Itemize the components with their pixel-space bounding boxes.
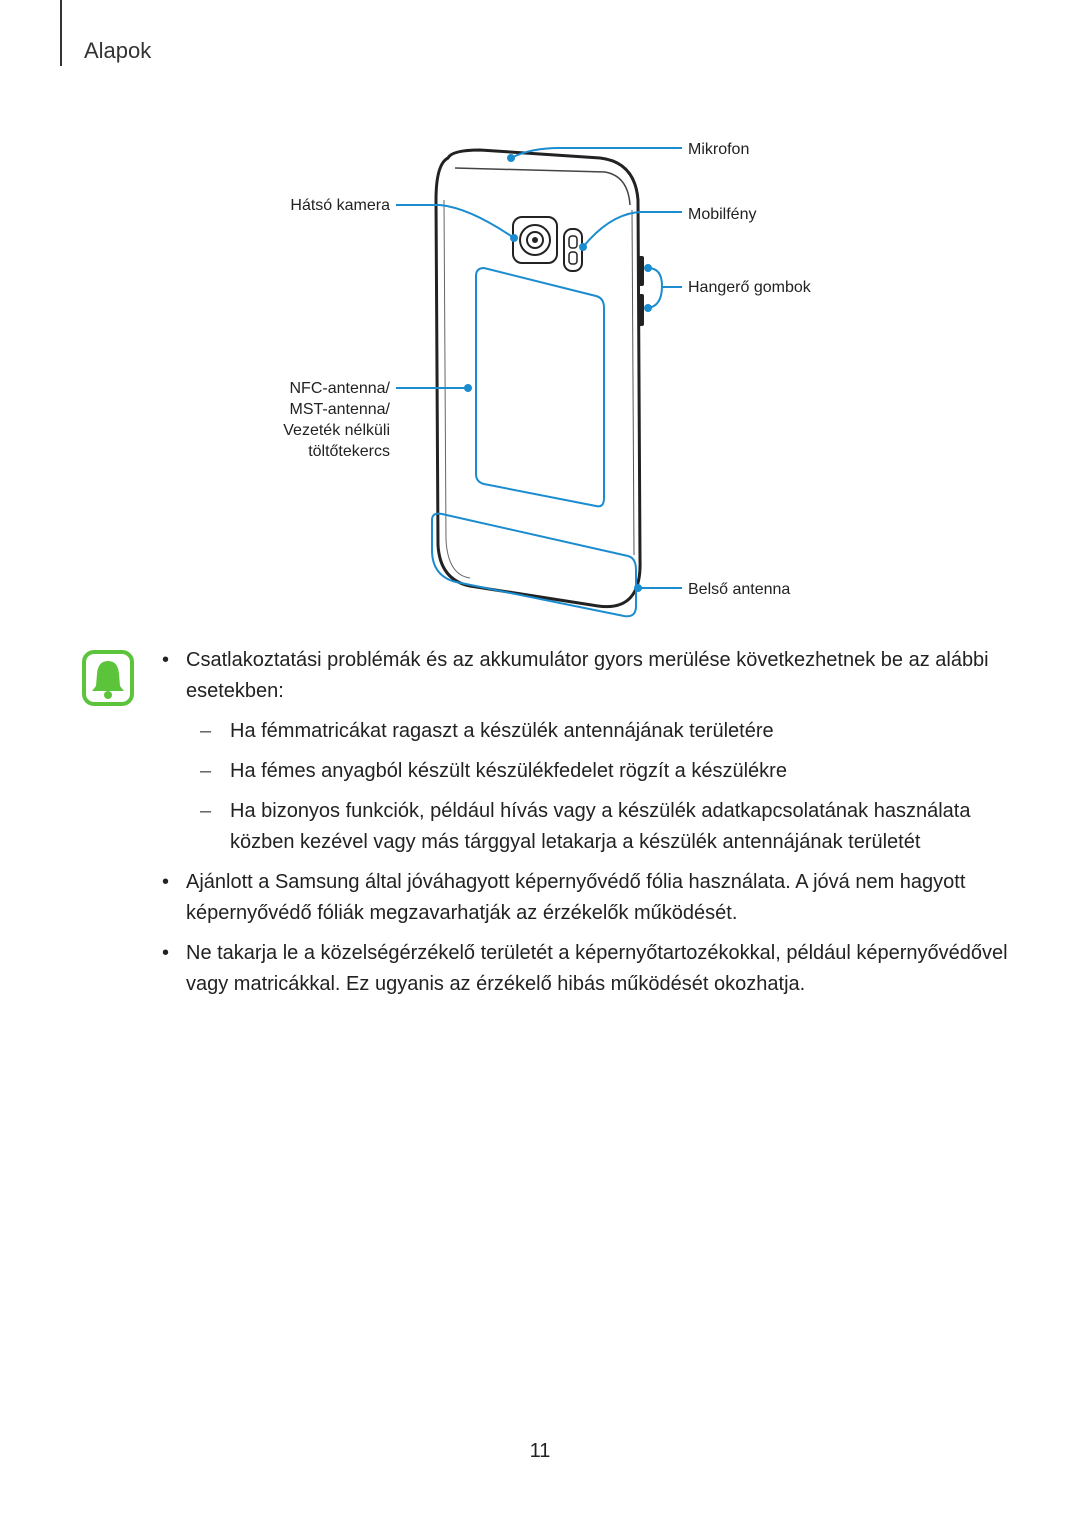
- sub-list-item: – Ha bizonyos funkciók, például hívás va…: [200, 800, 971, 853]
- sub-list-item: – Ha fémes anyagból készült készülékfede…: [200, 760, 787, 782]
- volume-key-up: [638, 256, 644, 286]
- label-rear-camera: Hátsó kamera: [290, 197, 390, 214]
- internal-antenna-area: [431, 512, 637, 618]
- label-nfc-line3: Vezeték nélküli: [283, 422, 390, 439]
- nfc-coil-area: [475, 266, 605, 508]
- phone-back-diagram: [396, 147, 682, 618]
- page-number: 11: [529, 1440, 551, 1462]
- label-volume-keys: Hangerő gombok: [688, 279, 811, 296]
- label-nfc-antenna: NFC-antenna/ MST-antenna/ Vezeték nélkül…: [240, 378, 390, 462]
- bullet-text: Csatlakoztatási problémák és az akkumulá…: [186, 649, 989, 702]
- list-item: • Csatlakoztatási problémák és az akkumu…: [162, 649, 989, 702]
- sub-list-item: – Ha fémmatricákat ragaszt a készülék an…: [200, 720, 774, 742]
- bell-icon: [82, 650, 134, 706]
- label-nfc-line1: NFC-antenna/: [289, 380, 391, 397]
- label-nfc-line2: MST-antenna/: [289, 401, 391, 418]
- subitem-text: Ha bizonyos funkciók, például hívás vagy…: [230, 800, 971, 853]
- label-internal-antenna: Belső antenna: [688, 581, 791, 598]
- phone-outline: [434, 148, 642, 609]
- volume-key-down: [638, 294, 644, 326]
- page-edge-bar: [60, 0, 62, 66]
- note-content: • Csatlakoztatási problémák és az akkumu…: [160, 645, 1020, 1009]
- list-item: • Ajánlott a Samsung által jóváhagyott k…: [162, 871, 966, 924]
- bullet-text: Ne takarja le a közelségérzékelő terület…: [186, 942, 1008, 995]
- list-item: • Ne takarja le a közelségérzékelő terül…: [162, 942, 1008, 995]
- section-title: Alapok: [84, 38, 152, 63]
- subitem-text: Ha fémes anyagból készült készülékfedele…: [230, 760, 787, 782]
- label-flash: Mobilfény: [688, 206, 757, 223]
- label-nfc-line4: töltőtekercs: [308, 443, 390, 460]
- label-microphone: Mikrofon: [688, 141, 750, 158]
- subitem-text: Ha fémmatricákat ragaszt a készülék ante…: [230, 720, 774, 742]
- bullet-text: Ajánlott a Samsung által jóváhagyott kép…: [186, 871, 966, 924]
